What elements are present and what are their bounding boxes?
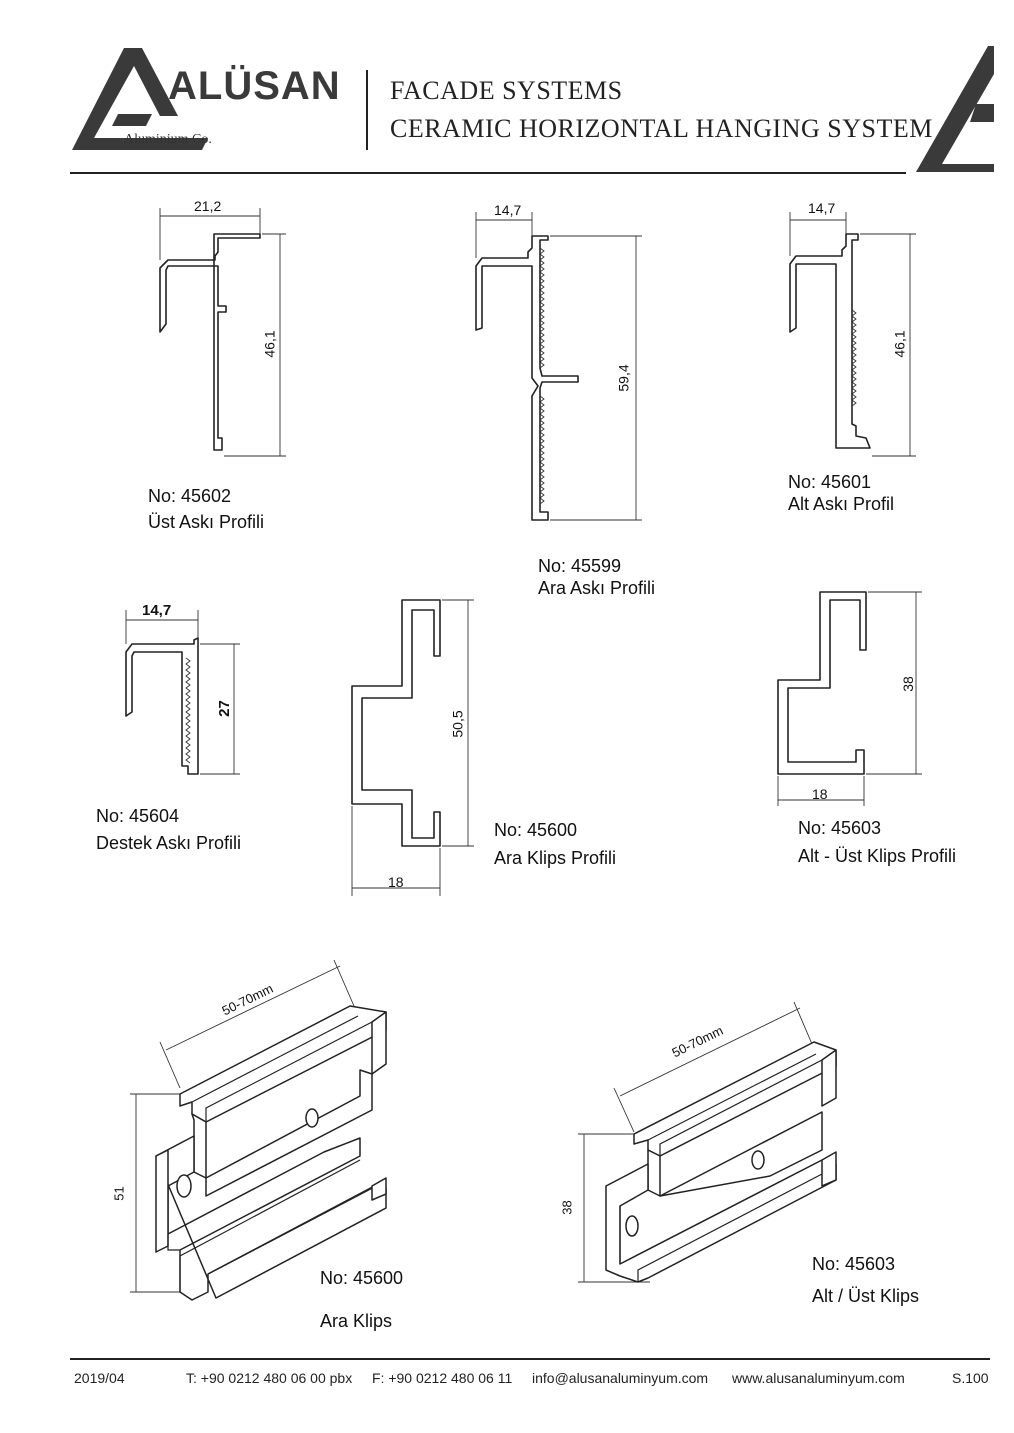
footer-website[interactable]: www.alusanaluminyum.com <box>732 1370 905 1386</box>
profile-45599-name: Ara Askı Profili <box>538 578 656 598</box>
dim-height: 46,1 <box>891 330 908 358</box>
profile-45601-no: No: 45601 <box>788 472 872 492</box>
header-separator <box>366 70 368 150</box>
dim-width: 21,2 <box>194 198 222 214</box>
dim-width: 14,7 <box>808 200 836 216</box>
footer-fax: F: +90 0212 480 06 11 <box>372 1370 513 1386</box>
profile-45602-drawing: 21,2 46,1 <box>140 198 300 470</box>
iso-45600-name: Ara Klips <box>320 1311 393 1331</box>
logo-mark-icon <box>72 48 208 150</box>
dim-height: 51 <box>111 1186 127 1201</box>
dim-height: 59,4 <box>615 364 632 392</box>
dim-height: 46,1 <box>261 330 278 358</box>
page-number: S.100 <box>952 1370 989 1386</box>
profile-45603-no: No: 45603 <box>798 818 882 838</box>
dim-height: 50,5 <box>449 710 466 738</box>
iso-45600-no: No: 45600 <box>320 1268 404 1288</box>
iso-clip-45603-drawing: 50-70mm 38 <box>560 1000 860 1300</box>
dim-width: 18 <box>812 786 828 802</box>
profile-45600-no: No: 45600 <box>494 820 578 840</box>
profile-45603-name: Alt - Üst Klips Profili <box>798 846 957 866</box>
dim-height: 38 <box>559 1200 575 1215</box>
profile-45604-drawing: 14,7 27 <box>110 596 260 786</box>
footer-line <box>70 1358 990 1360</box>
profile-45602-name: Üst Askı Profili <box>148 512 265 532</box>
iso-45603-no: No: 45603 <box>812 1254 896 1274</box>
footer-phone: T: +90 0212 480 06 00 pbx <box>186 1370 353 1386</box>
header-title-line2: CERAMIC HORIZONTAL HANGING SYSTEM <box>390 114 933 143</box>
profile-45600-drawing: 50,5 18 <box>330 590 490 900</box>
profile-45600-name: Ara Klips Profili <box>494 848 617 868</box>
dim-height: 38 <box>899 676 916 692</box>
brand-logo: ALÜSAN Aluminium Co. <box>68 44 358 154</box>
profile-45599-drawing: 14,7 59,4 <box>460 200 660 530</box>
profile-45601-drawing: 14,7 46,1 <box>776 200 936 470</box>
brand-name: ALÜSAN <box>168 64 341 108</box>
footer-email[interactable]: info@alusanaluminyum.com <box>532 1370 709 1386</box>
dim-width: 18 <box>388 874 404 890</box>
dim-height: 27 <box>215 700 233 717</box>
header-underline <box>70 172 906 174</box>
header-title-line1: FACADE SYSTEMS <box>390 76 623 105</box>
profile-45604-name: Destek Askı Profili <box>96 833 242 853</box>
brand-subtitle: Aluminium Co. <box>124 132 212 147</box>
footer-date: 2019/04 <box>74 1370 125 1386</box>
dim-width: 14,7 <box>494 202 522 218</box>
profile-45599-no: No: 45599 <box>538 556 622 576</box>
profile-45601-name: Alt Askı Profil <box>788 494 895 514</box>
corner-logo-icon <box>916 46 994 172</box>
corner-logo-mark <box>914 44 994 174</box>
iso-clip-45600-drawing: 50-70mm 51 <box>110 959 410 1320</box>
dim-width: 14,7 <box>142 602 172 619</box>
profile-45602-no: No: 45602 <box>148 486 232 506</box>
iso-45603-name: Alt / Üst Klips <box>812 1286 920 1306</box>
profile-45604-no: No: 45604 <box>96 806 180 826</box>
profile-45603-drawing: 38 18 <box>760 584 940 814</box>
